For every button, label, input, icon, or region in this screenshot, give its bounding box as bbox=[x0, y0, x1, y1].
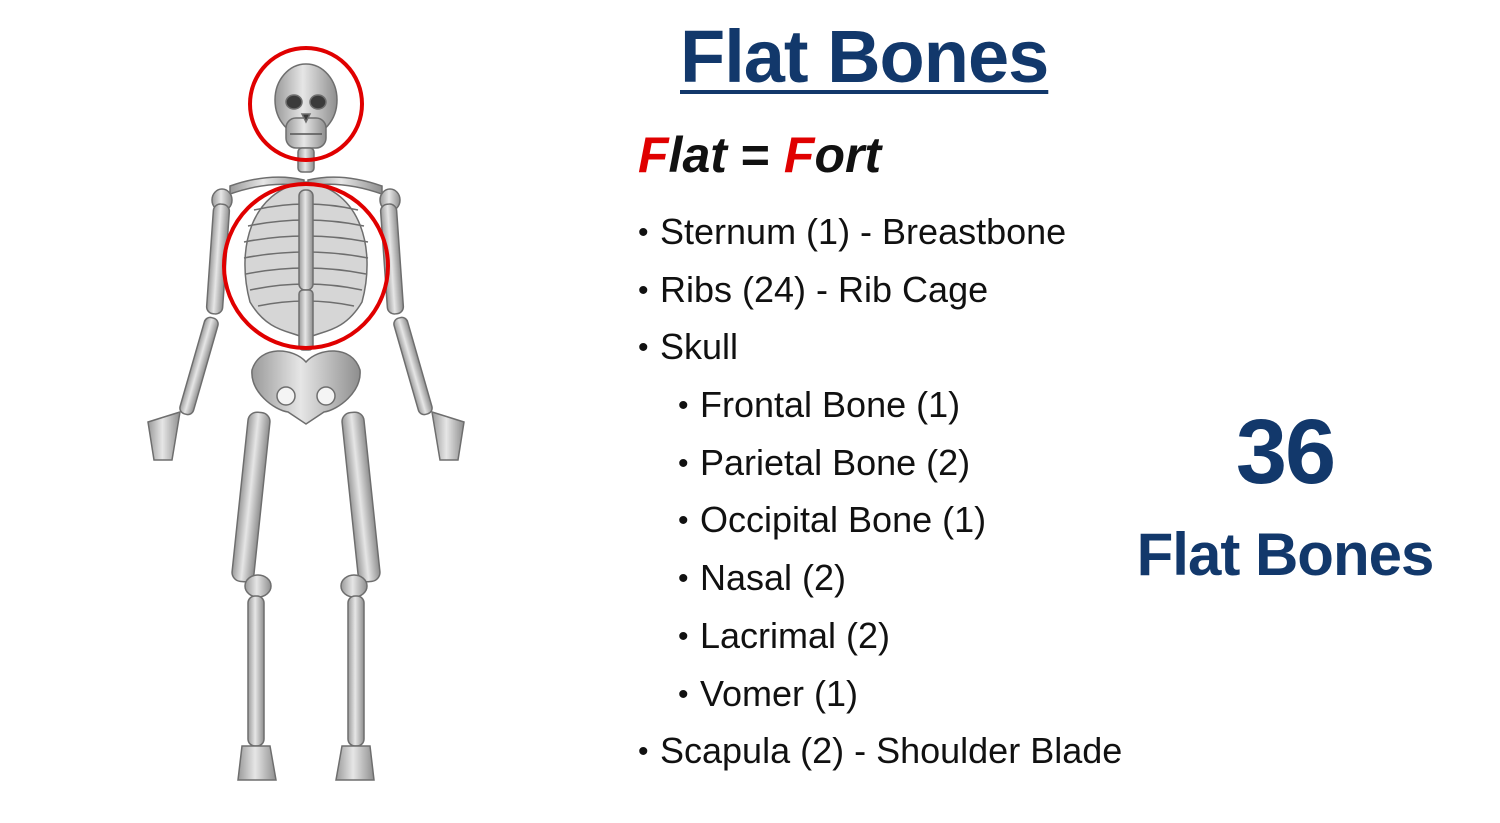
list-item-label: Sternum (1) - Breastbone bbox=[660, 211, 1067, 252]
list-item-label: Lacrimal (2) bbox=[700, 614, 891, 656]
list-item: • Occipital Bone (1) bbox=[638, 496, 1122, 554]
mnemonic-fort-initial: F bbox=[783, 127, 815, 183]
bullet-icon: • bbox=[638, 735, 649, 769]
bullet-icon: • bbox=[638, 273, 649, 307]
list-item-label: Skull bbox=[660, 326, 739, 368]
list-item: • Skull bbox=[638, 323, 1122, 381]
list-item-label: Frontal Bone (1) bbox=[700, 384, 961, 426]
mnemonic-flat-initial: F bbox=[638, 127, 669, 183]
ribcage-shape bbox=[243, 181, 369, 342]
skull-highlight-circle bbox=[248, 46, 364, 162]
list-item: • Vomer (1) bbox=[638, 670, 1122, 728]
bone-list: • Sternum (1) - Breastbone • Ribs (24) - R… bbox=[638, 208, 1122, 785]
list-item-label: Nasal (2) bbox=[700, 557, 847, 599]
bullet-icon: • bbox=[678, 677, 689, 711]
list-item: • Nasal (2) bbox=[638, 554, 1122, 612]
list-item: • Frontal Bone (1) bbox=[638, 381, 1122, 439]
bullet-icon: • bbox=[638, 331, 649, 365]
bullet-icon: • bbox=[678, 389, 689, 423]
list-item: • Scapula (2) - Shoulder Blade bbox=[638, 727, 1122, 785]
list-item: • Ribs (24) - Rib Cage bbox=[638, 266, 1122, 324]
mnemonic-flat-rest: lat bbox=[668, 127, 727, 183]
bullet-icon: • bbox=[678, 619, 689, 653]
list-item-label: Occipital Bone (1) bbox=[700, 499, 987, 541]
list-item-label: Vomer (1) bbox=[700, 672, 859, 714]
skull-shape bbox=[274, 63, 338, 149]
mnemonic-fort-rest: ort bbox=[814, 127, 882, 183]
bullet-icon: • bbox=[678, 562, 689, 596]
list-item: • Parietal Bone (2) bbox=[638, 439, 1122, 497]
mnemonic: Flat = Fort bbox=[638, 126, 881, 184]
list-item-label: Ribs (24) - Rib Cage bbox=[660, 268, 989, 310]
bullet-icon: • bbox=[678, 446, 689, 480]
list-item-label: Scapula (2) - Shoulder Blade bbox=[660, 730, 1123, 772]
page-title: Flat Bones bbox=[680, 15, 1049, 98]
flat-bone-count: 36 bbox=[1235, 401, 1336, 503]
bullet-icon: • bbox=[638, 216, 649, 249]
flat-bone-count-label: Flat Bones bbox=[1136, 521, 1435, 588]
list-item: • Lacrimal (2) bbox=[638, 612, 1122, 670]
bullet-icon: • bbox=[678, 504, 689, 538]
ribcage-highlight-circle bbox=[222, 182, 390, 350]
mnemonic-equals: = bbox=[726, 127, 784, 183]
list-item-label: Parietal Bone (2) bbox=[700, 441, 971, 483]
list-item: • Sternum (1) - Breastbone bbox=[638, 208, 1122, 266]
skeleton-illustration bbox=[110, 40, 510, 800]
